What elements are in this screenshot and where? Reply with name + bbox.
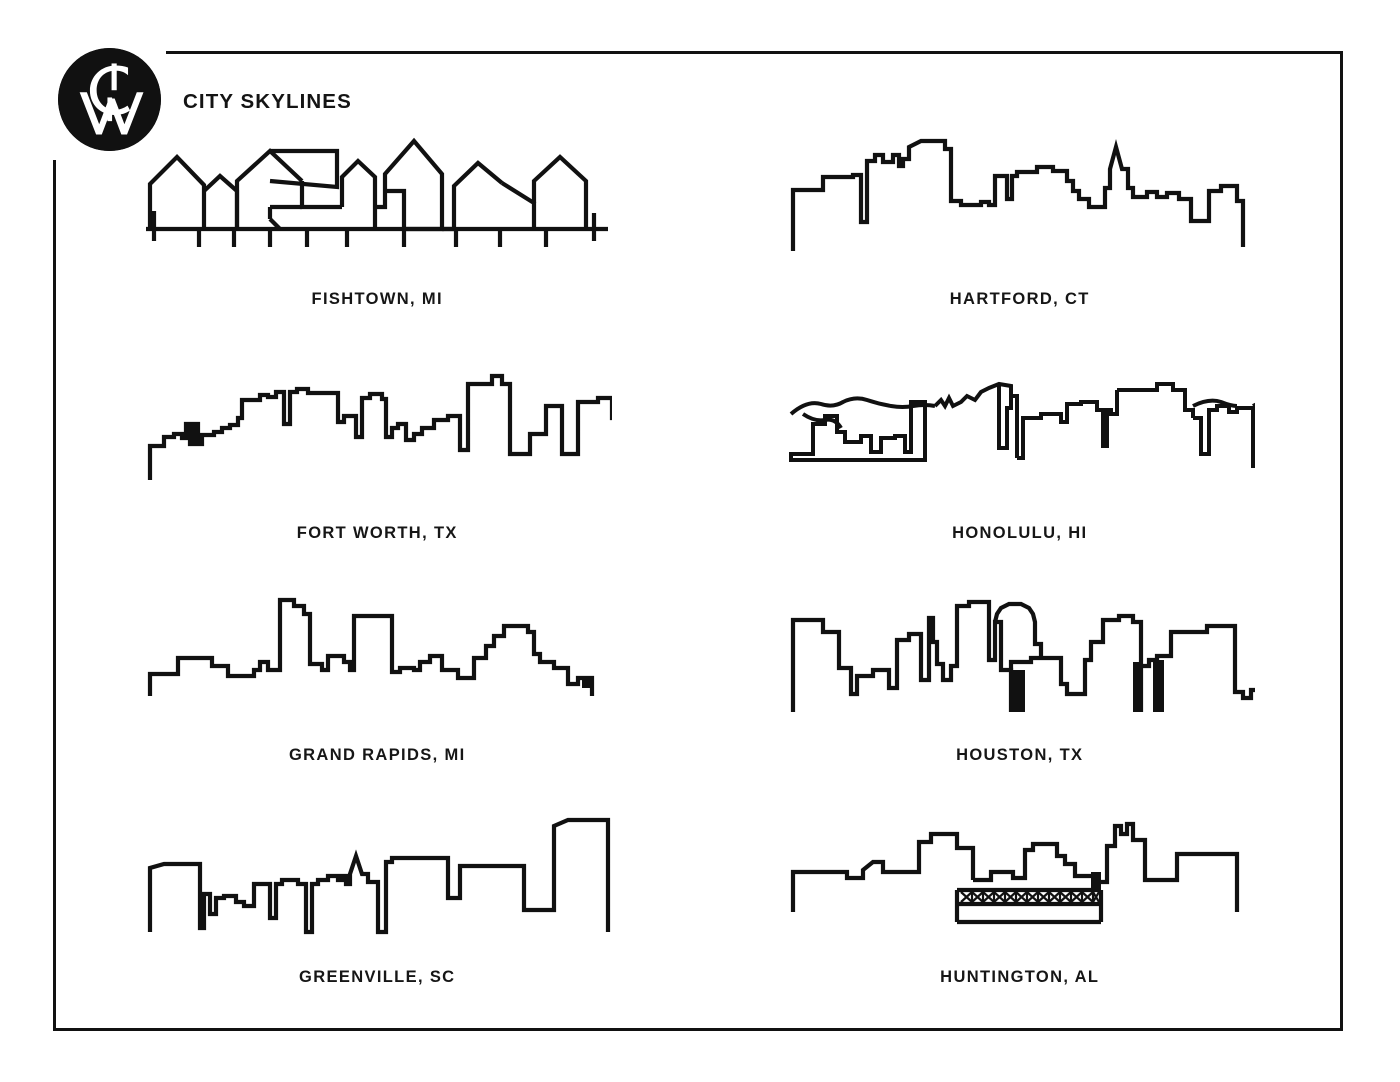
skyline-art-hartford-ct <box>785 138 1255 270</box>
skyline-cell-grand-rapids-mi: GRAND RAPIDS, MI <box>56 584 699 806</box>
skyline-cell-huntington-al: HUNTINGTON, AL <box>699 806 1342 1028</box>
skyline-art-fort-worth-tx <box>142 362 613 514</box>
city-label: HARTFORD, CT <box>949 290 1090 308</box>
city-label: HUNTINGTON, AL <box>940 968 1100 986</box>
skyline-huntington-icon <box>790 821 1239 925</box>
city-label: HOUSTON, TX <box>956 746 1084 764</box>
skyline-honolulu-icon <box>788 381 1255 468</box>
brand-header: CITY SKYLINES <box>58 48 352 151</box>
brand-title: CITY SKYLINES <box>183 89 352 113</box>
skyline-cell-fort-worth-tx: FORT WORTH, TX <box>56 362 699 584</box>
skyline-cell-hartford-ct: HARTFORD, CT <box>699 138 1342 362</box>
skyline-art-houston-tx <box>785 584 1255 736</box>
skyline-hartford-icon <box>790 138 1245 251</box>
skyline-grand-rapids-icon <box>148 597 595 696</box>
skyline-art-huntington-al <box>785 806 1255 958</box>
skyline-art-grand-rapids-mi <box>142 584 612 736</box>
city-label: HONOLULU, HI <box>952 524 1088 542</box>
skyline-greenville-icon <box>148 817 611 935</box>
skyline-art-greenville-sc <box>142 806 612 958</box>
bridge-pier <box>1090 872 1101 892</box>
skyline-art-honolulu-hi <box>785 362 1255 514</box>
frame-border-left <box>53 160 56 1031</box>
skyline-cell-houston-tx: HOUSTON, TX <box>699 584 1342 806</box>
skyline-cell-fishtown-mi: FISHTOWN, MI <box>56 137 699 362</box>
skyline-art-fishtown-mi <box>142 137 612 270</box>
skyline-fort-worth-icon <box>148 373 613 480</box>
cw-monogram-logo-icon <box>58 48 161 151</box>
frame-border-bottom <box>53 1028 1343 1031</box>
skyline-houston-icon <box>790 599 1255 712</box>
skyline-cell-greenville-sc: GREENVILLE, SC <box>56 806 699 1028</box>
city-label: FISHTOWN, MI <box>311 290 443 308</box>
bridge-truss-lattice <box>960 891 1100 903</box>
frame-border-right <box>1340 51 1343 1031</box>
city-label: GREENVILLE, SC <box>299 968 456 986</box>
city-label: GRAND RAPIDS, MI <box>288 746 466 764</box>
city-label: FORT WORTH, TX <box>296 524 458 542</box>
skyline-cell-honolulu-hi: HONOLULU, HI <box>699 362 1342 584</box>
skyline-fishtown-icon <box>146 137 609 247</box>
skyline-grid: FISHTOWN, MI HARTFORD, CT <box>56 137 1342 1028</box>
frame-border-top <box>166 51 1343 54</box>
